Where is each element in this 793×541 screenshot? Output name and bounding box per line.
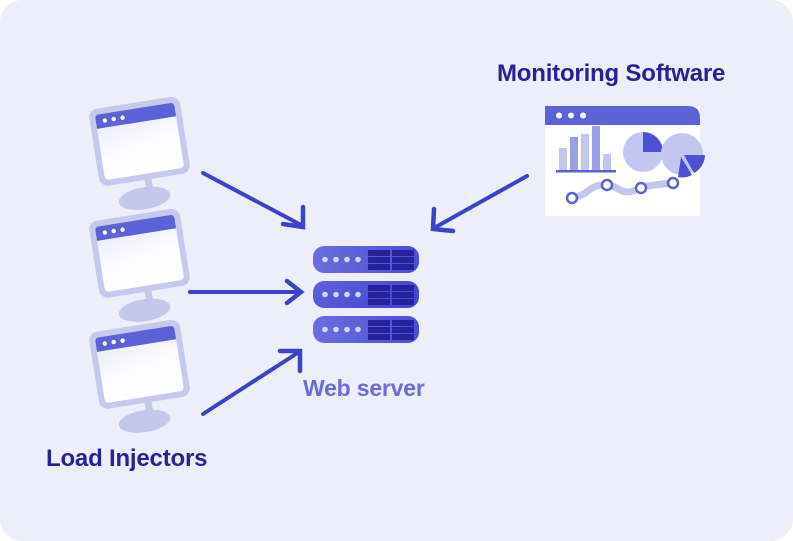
arrowhead bbox=[277, 348, 303, 374]
server-led-icon bbox=[322, 326, 328, 333]
bar bbox=[603, 154, 611, 170]
server-led-icon bbox=[333, 326, 339, 333]
server-led-icon bbox=[333, 291, 339, 298]
arrow-monitoring-to-server bbox=[430, 174, 529, 234]
load-injector-1 bbox=[89, 96, 190, 210]
titlebar-dot-icon bbox=[111, 116, 116, 122]
arrowhead bbox=[280, 204, 306, 230]
titlebar-dot-icon bbox=[102, 230, 108, 235]
label-web-server: Web server bbox=[303, 375, 425, 401]
label-load-injectors: Load Injectors bbox=[46, 445, 208, 472]
server-led-icon bbox=[322, 291, 328, 298]
web-server-stack bbox=[313, 246, 419, 343]
load-injector-3 bbox=[89, 319, 190, 433]
line-marker bbox=[565, 191, 579, 205]
titlebar-dot-icon bbox=[120, 115, 125, 120]
pie-chart-2 bbox=[661, 133, 705, 178]
bar-chart bbox=[556, 126, 616, 173]
line-chart bbox=[565, 176, 680, 205]
titlebar-dot-icon bbox=[111, 228, 116, 234]
server-led-icon bbox=[344, 256, 350, 263]
monitor-titlebar bbox=[95, 215, 177, 241]
window-dot-icon bbox=[568, 112, 574, 119]
server-led-icon bbox=[333, 256, 339, 263]
server-bay-panel bbox=[368, 250, 414, 270]
titlebar-dot-icon bbox=[120, 227, 125, 232]
monitor-stand-neck bbox=[132, 172, 155, 206]
bar bbox=[592, 126, 600, 170]
load-injector-2 bbox=[89, 208, 190, 322]
monitor-titlebar bbox=[95, 326, 177, 352]
titlebar-dot-icon bbox=[102, 341, 108, 346]
monitoring-window bbox=[545, 106, 705, 216]
pie-slice bbox=[684, 155, 705, 173]
arrowhead bbox=[430, 206, 456, 234]
label-monitoring-software: Monitoring Software bbox=[497, 60, 726, 87]
server-unit bbox=[313, 316, 419, 343]
server-led-icon bbox=[355, 326, 361, 333]
bar bbox=[559, 148, 567, 170]
monitor-stand-neck bbox=[132, 284, 155, 318]
server-bay-panel bbox=[368, 320, 414, 340]
titlebar-dot-icon bbox=[120, 338, 125, 343]
server-unit bbox=[313, 246, 419, 273]
monitor-stand-neck bbox=[132, 395, 155, 429]
line-marker bbox=[600, 178, 614, 192]
line-path bbox=[568, 179, 676, 201]
server-led-icon bbox=[344, 291, 350, 298]
pie-slice bbox=[643, 132, 663, 152]
window-titlebar bbox=[545, 106, 700, 125]
bar bbox=[570, 137, 578, 170]
titlebar-dot-icon bbox=[111, 339, 116, 345]
bar bbox=[581, 134, 589, 170]
server-led-icon bbox=[322, 256, 328, 263]
server-led-icon bbox=[355, 291, 361, 298]
monitor-titlebar bbox=[95, 103, 177, 129]
window-dot-icon bbox=[556, 112, 562, 119]
line-marker bbox=[666, 176, 680, 190]
line-marker bbox=[634, 181, 648, 195]
server-unit bbox=[313, 281, 419, 308]
titlebar-dot-icon bbox=[102, 118, 108, 123]
arrow-injector3-to-server bbox=[201, 348, 303, 416]
arrow-injector2-to-server bbox=[188, 278, 305, 306]
arrow-injector1-to-server bbox=[201, 171, 306, 230]
server-led-icon bbox=[355, 256, 361, 263]
bar-chart-axis bbox=[556, 170, 616, 173]
window-dot-icon bbox=[580, 112, 586, 119]
arrowhead bbox=[284, 278, 305, 306]
pie-chart-1 bbox=[623, 132, 663, 172]
server-led-icon bbox=[344, 326, 350, 333]
server-bay-panel bbox=[368, 285, 414, 305]
pie-slice bbox=[678, 157, 692, 178]
